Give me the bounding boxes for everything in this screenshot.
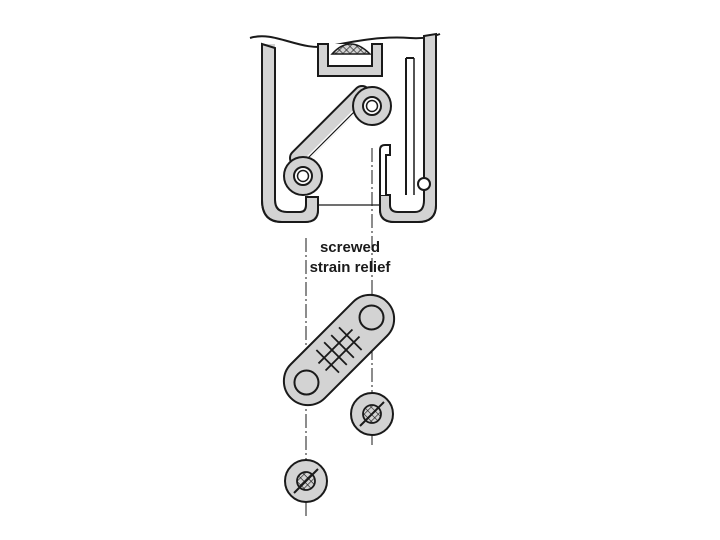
housing xyxy=(249,32,441,223)
cable-section-top xyxy=(330,43,372,55)
hook xyxy=(379,144,391,195)
label-screwed: screwed xyxy=(319,239,381,256)
label-strain-relief: strain relief xyxy=(309,259,391,276)
screw-left xyxy=(284,459,328,503)
screw-right xyxy=(350,392,394,436)
rail-hole xyxy=(417,177,431,191)
strain-relief-bar-installed xyxy=(283,85,392,196)
strain-relief-bar-exploded xyxy=(282,293,396,407)
